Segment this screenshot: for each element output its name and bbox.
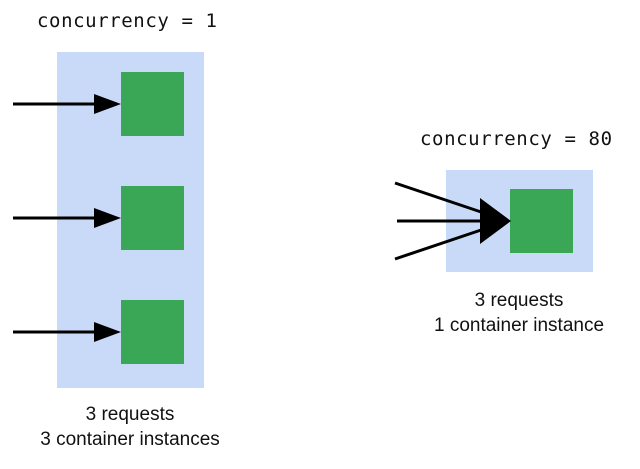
left-container-1 — [121, 72, 184, 136]
right-caption-line1: 3 requests — [475, 290, 564, 311]
left-heading: concurrency = 1 — [37, 10, 218, 32]
right-request-arrows — [394, 181, 511, 261]
left-caption-line2: 3 container instances — [40, 429, 220, 450]
right-heading: concurrency = 80 — [420, 128, 613, 150]
left-request-arrow-3 — [13, 322, 121, 342]
left-request-arrow-2 — [13, 208, 121, 228]
right-container — [510, 189, 573, 253]
left-container-3 — [121, 300, 184, 364]
right-caption-line2: 1 container instance — [434, 315, 604, 336]
left-request-arrow-1 — [13, 94, 121, 114]
left-container-2 — [121, 186, 184, 250]
left-caption-line1: 3 requests — [86, 404, 175, 425]
